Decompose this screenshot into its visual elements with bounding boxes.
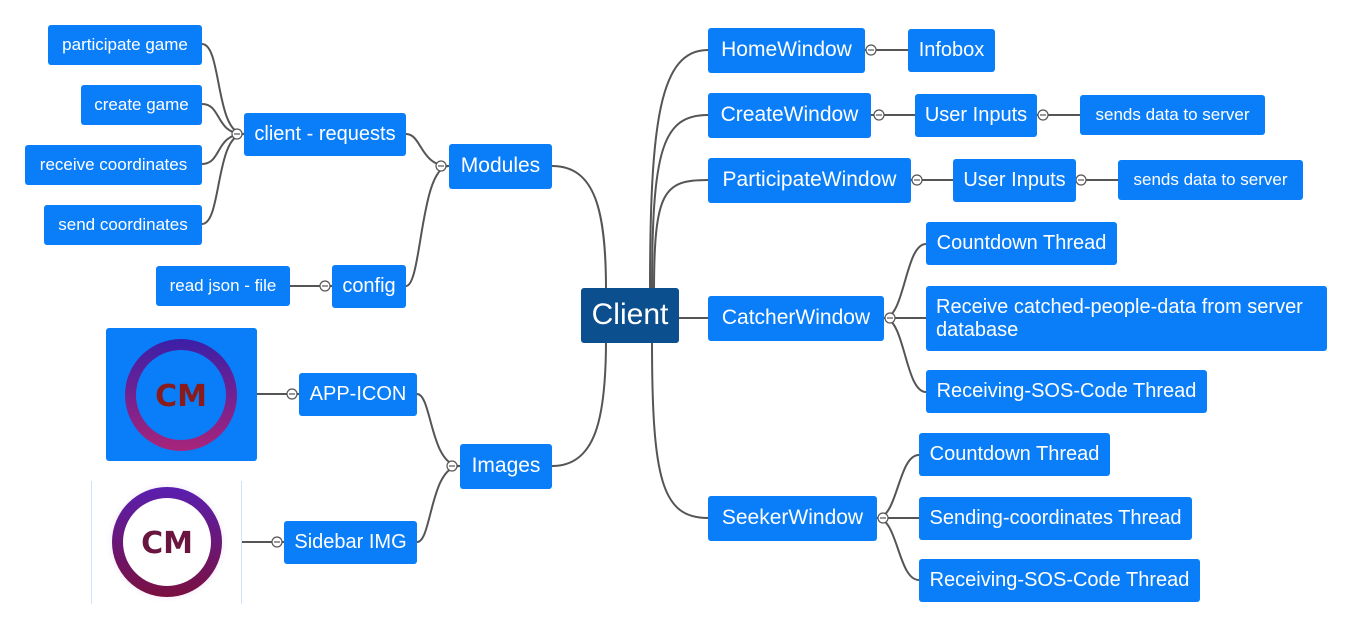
node-create-game[interactable]: create game	[81, 85, 202, 125]
node-infobox[interactable]: Infobox	[908, 29, 995, 72]
node-create-window[interactable]: CreateWindow	[708, 93, 871, 138]
root-node-client[interactable]: Client	[581, 288, 679, 343]
node-receive-coordinates[interactable]: receive coordinates	[25, 145, 202, 185]
node-seeker-countdown-thread[interactable]: Countdown Thread	[919, 433, 1110, 476]
node-participate-user-inputs[interactable]: User Inputs	[953, 159, 1076, 202]
node-participate-game[interactable]: participate game	[48, 25, 202, 65]
node-app-icon[interactable]: APP-ICON	[299, 373, 417, 416]
node-create-user-inputs[interactable]: User Inputs	[915, 94, 1037, 137]
node-seeker-sending-coordinates[interactable]: Sending-coordinates Thread	[919, 497, 1192, 540]
node-read-json-file[interactable]: read json - file	[156, 266, 290, 306]
node-send-coordinates[interactable]: send coordinates	[44, 205, 202, 245]
node-catcher-countdown-thread[interactable]: Countdown Thread	[926, 222, 1117, 265]
cm-logo-icon: CM	[125, 339, 237, 451]
node-sidebar-img[interactable]: Sidebar IMG	[284, 521, 417, 564]
app-icon-logo-text: CM	[155, 379, 207, 414]
cm-logo-glow-icon: CM	[105, 481, 229, 604]
node-seeker-receiving-sos[interactable]: Receiving-SOS-Code Thread	[919, 559, 1200, 602]
sidebar-logo-text: CM	[141, 526, 193, 561]
node-create-sends-data[interactable]: sends data to server	[1080, 95, 1265, 135]
node-images[interactable]: Images	[460, 444, 552, 489]
node-catcher-receiving-sos[interactable]: Receiving-SOS-Code Thread	[926, 370, 1207, 413]
node-client-requests[interactable]: client - requests	[244, 113, 406, 156]
node-seeker-window[interactable]: SeekerWindow	[708, 496, 877, 541]
node-participate-sends-data[interactable]: sends data to server	[1118, 160, 1303, 200]
node-participate-window[interactable]: ParticipateWindow	[708, 158, 911, 203]
node-config[interactable]: config	[332, 265, 406, 308]
sidebar-image: CM	[91, 481, 242, 604]
node-catcher-window[interactable]: CatcherWindow	[708, 296, 884, 341]
node-modules[interactable]: Modules	[449, 144, 552, 189]
node-catcher-receive-data[interactable]: Receive catched-people-data from server …	[926, 286, 1327, 351]
app-icon-image: CM	[106, 328, 257, 461]
node-home-window[interactable]: HomeWindow	[708, 28, 865, 73]
